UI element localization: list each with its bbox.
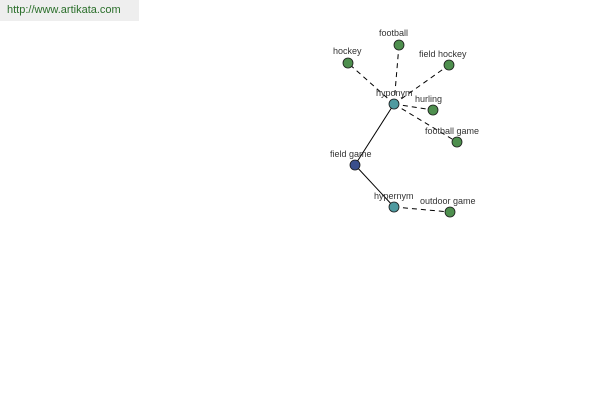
node-hockey[interactable]: hockey bbox=[333, 46, 362, 69]
node-marker-hockey[interactable] bbox=[342, 57, 354, 69]
node-label-field-game: field game bbox=[330, 149, 372, 159]
node-label-hyponym: hyponym bbox=[376, 88, 413, 98]
node-marker-field-hockey[interactable] bbox=[443, 59, 455, 71]
node-label-hockey: hockey bbox=[333, 46, 362, 56]
node-label-football-game: football game bbox=[425, 126, 479, 136]
edge-hyponym-to-hurling bbox=[393, 103, 434, 111]
node-label-hypernym: hypernym bbox=[374, 191, 414, 201]
node-marker-hypernym[interactable] bbox=[388, 201, 400, 213]
node-field-hockey[interactable]: field hockey bbox=[419, 49, 467, 71]
node-marker-outdoor-game[interactable] bbox=[444, 206, 456, 218]
edge-hyponym-to-hockey bbox=[347, 62, 395, 105]
edge-hyponym-to-field-hockey bbox=[393, 64, 450, 105]
node-hyponym[interactable]: hyponym bbox=[376, 88, 413, 110]
node-label-outdoor-game: outdoor game bbox=[420, 196, 476, 206]
nodes-layer: field game hyponym hypernym hockey football f… bbox=[330, 28, 479, 218]
node-football-game[interactable]: football game bbox=[425, 126, 479, 148]
node-field-game[interactable]: field game bbox=[330, 149, 372, 171]
edge-field-game-to-hyponym bbox=[354, 103, 395, 166]
source-url-link[interactable]: http://www.artikata.com bbox=[7, 4, 121, 16]
edge-hyponym-to-football bbox=[393, 44, 400, 105]
edge-hypernym-to-outdoor-game bbox=[393, 206, 451, 213]
node-marker-football[interactable] bbox=[393, 39, 405, 51]
node-label-football: football bbox=[379, 28, 408, 38]
node-marker-football-game[interactable] bbox=[451, 136, 463, 148]
source-url-bar: http://www.artikata.com bbox=[0, 0, 139, 21]
node-hurling[interactable]: hurling bbox=[415, 94, 442, 116]
node-marker-hyponym[interactable] bbox=[388, 98, 400, 110]
edge-field-game-to-hypernym bbox=[354, 164, 395, 208]
node-hypernym[interactable]: hypernym bbox=[374, 191, 414, 213]
node-marker-field-game[interactable] bbox=[349, 159, 361, 171]
node-marker-hurling[interactable] bbox=[427, 104, 439, 116]
edge-hyponym-to-football-game bbox=[393, 103, 458, 143]
node-football[interactable]: football bbox=[379, 28, 408, 51]
edges-layer bbox=[347, 44, 458, 213]
node-label-hurling: hurling bbox=[415, 94, 442, 104]
node-label-field-hockey: field hockey bbox=[419, 49, 467, 59]
node-outdoor-game[interactable]: outdoor game bbox=[420, 196, 476, 218]
